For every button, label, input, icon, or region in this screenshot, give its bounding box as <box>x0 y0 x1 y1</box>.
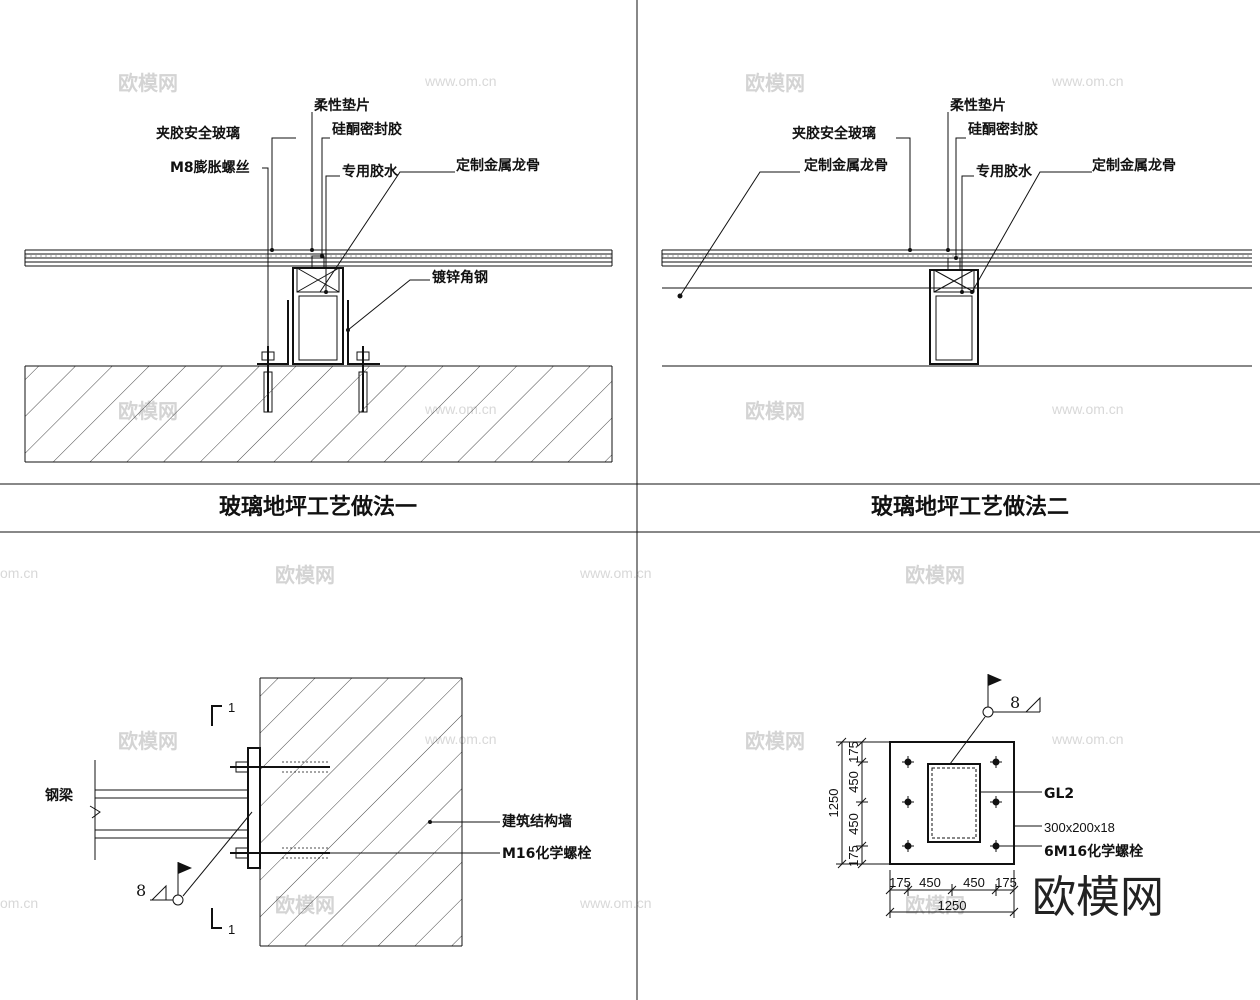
metal-keel-2 <box>929 257 979 365</box>
svg-text:欧模网: 欧模网 <box>905 893 965 917</box>
label-laminated-glass: 夹胶安全玻璃 <box>156 125 240 142</box>
label-keel: 定制金属龙骨 <box>456 157 540 174</box>
label-flex-pad: 柔性垫片 <box>313 97 370 114</box>
label-m16-bolt: M16化学螺栓 <box>502 845 591 862</box>
concrete-slab <box>24 365 613 463</box>
structural-wall <box>259 677 463 947</box>
label-gl2: GL2 <box>1044 786 1074 802</box>
label-anchor-bolts: 6M16化学螺栓 <box>1044 843 1143 860</box>
dimension-bottom: 175 450 450 175 1250 <box>885 870 1019 918</box>
svg-text:www.om.cn: www.om.cn <box>1051 73 1124 89</box>
label-flex-pad-2: 柔性垫片 <box>949 97 1006 114</box>
end-plate <box>230 747 330 869</box>
svg-text:www.om.cn: www.om.cn <box>1051 731 1124 747</box>
svg-text:1250: 1250 <box>938 898 967 913</box>
svg-text:欧模网: 欧模网 <box>745 729 805 753</box>
leaders-4 <box>980 791 1042 847</box>
dimension-left: 1250 175 450 450 175 <box>826 737 890 869</box>
svg-text:欧模网: 欧模网 <box>275 563 335 587</box>
label-keel-left: 定制金属龙骨 <box>804 157 888 174</box>
section-mark: 1 1 <box>211 700 235 937</box>
svg-text:175: 175 <box>889 875 911 890</box>
svg-text:www.om.cn: www.om.cn <box>579 895 652 911</box>
svg-text:om.cn: om.cn <box>0 565 38 581</box>
label-angle-steel: 镀锌角钢 <box>432 269 488 286</box>
label-plate-size: 300x200x18 <box>1044 820 1115 835</box>
svg-text:175: 175 <box>995 875 1017 890</box>
label-silicone-2: 硅酮密封胶 <box>968 121 1038 138</box>
svg-text:1: 1 <box>228 922 235 937</box>
svg-text:175: 175 <box>846 845 861 867</box>
svg-text:8: 8 <box>1010 693 1020 712</box>
steel-beam <box>89 760 248 860</box>
title-method-one: 玻璃地坪工艺做法一 <box>219 494 417 520</box>
weld-symbol: 8 <box>136 811 253 906</box>
svg-text:450: 450 <box>919 875 941 890</box>
panel-beam-wall: 1 1 8 钢梁 建筑结构墙 M16化学螺栓 <box>45 677 591 947</box>
label-m8-bolt: M8膨胀螺丝 <box>170 159 250 176</box>
weld-symbol-2: 8 <box>949 674 1041 765</box>
leaders-2 <box>677 112 1092 299</box>
glass-layers-2 <box>661 249 1252 367</box>
panel-method-two: 柔性垫片 夹胶安全玻璃 硅酮密封胶 定制金属龙骨 专用胶水 定制金属龙骨 玻璃地… <box>661 97 1252 520</box>
label-structural-wall: 建筑结构墙 <box>502 813 572 830</box>
title-method-two: 玻璃地坪工艺做法二 <box>871 494 1069 520</box>
label-silicone: 硅酮密封胶 <box>332 121 402 138</box>
label-keel-right: 定制金属龙骨 <box>1092 157 1176 174</box>
svg-text:欧模网: 欧模网 <box>118 71 178 95</box>
svg-text:www.om.cn: www.om.cn <box>1051 401 1124 417</box>
base-plate <box>889 741 1015 865</box>
panel-method-one: 柔性垫片 夹胶安全玻璃 硅酮密封胶 M8膨胀螺丝 专用胶水 定制金属龙骨 镀锌角… <box>24 97 613 520</box>
svg-text:欧模网: 欧模网 <box>118 729 178 753</box>
svg-text:om.cn: om.cn <box>0 895 38 911</box>
svg-text:1250: 1250 <box>826 789 841 818</box>
svg-text:175: 175 <box>846 741 861 763</box>
svg-text:450: 450 <box>846 813 861 835</box>
svg-text:450: 450 <box>846 771 861 793</box>
label-steel-beam: 钢梁 <box>45 787 74 804</box>
metal-keel <box>292 255 344 365</box>
svg-text:欧模网: 欧模网 <box>905 563 965 587</box>
svg-text:www.om.cn: www.om.cn <box>424 73 497 89</box>
label-glue: 专用胶水 <box>342 163 399 180</box>
label-glue-2: 专用胶水 <box>976 163 1033 180</box>
svg-text:8: 8 <box>136 881 146 900</box>
leaders-3 <box>330 820 500 854</box>
panel-base-plate: 8 GL2 300x200x18 6M16化学螺栓 1250 <box>826 674 1164 923</box>
label-laminated-glass-2: 夹胶安全玻璃 <box>792 125 876 142</box>
svg-text:欧模网: 欧模网 <box>745 399 805 423</box>
site-logo: 欧模网 <box>1032 872 1164 923</box>
svg-text:450: 450 <box>963 875 985 890</box>
svg-text:1: 1 <box>228 700 235 715</box>
svg-text:欧模网: 欧模网 <box>745 71 805 95</box>
glass-layers <box>24 249 613 267</box>
svg-text:www.om.cn: www.om.cn <box>579 565 652 581</box>
leaders <box>262 112 455 352</box>
